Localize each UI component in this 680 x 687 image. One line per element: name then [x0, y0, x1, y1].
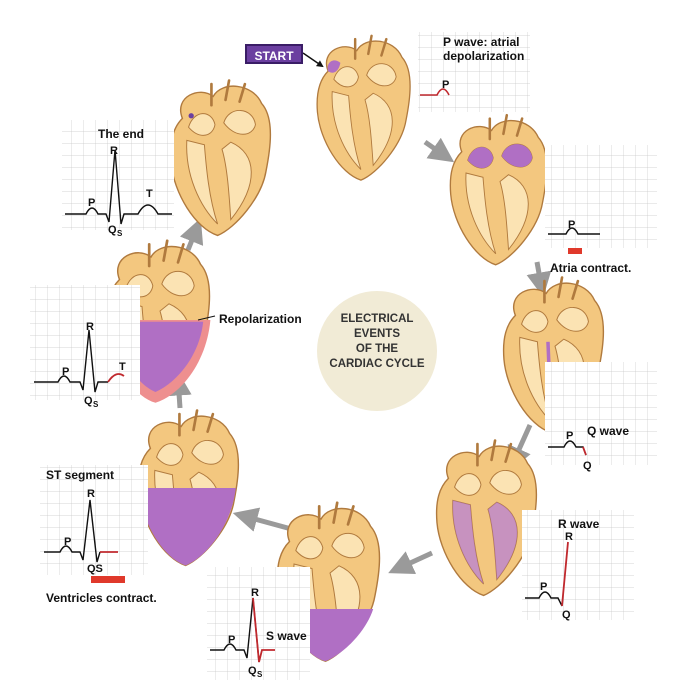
svg-text:P: P	[566, 430, 573, 442]
svg-text:Q: Q	[108, 224, 117, 236]
ecg-q-wave: P Q	[545, 362, 657, 472]
svg-text:S: S	[93, 400, 99, 409]
svg-text:R: R	[110, 145, 118, 157]
svg-text:Q: Q	[84, 395, 93, 407]
ecg-atria-contract: P	[545, 145, 657, 254]
svg-text:P: P	[442, 79, 449, 91]
svg-text:T: T	[119, 361, 126, 373]
svg-text:T: T	[146, 188, 153, 200]
svg-text:QS: QS	[87, 563, 103, 575]
q-wave-label: Q wave	[587, 424, 630, 438]
ventricles-contraction-bar	[91, 576, 125, 583]
svg-text:R: R	[565, 531, 573, 543]
svg-text:P: P	[88, 197, 95, 209]
ecg-r-wave: P Q R	[522, 510, 634, 621]
st-segment-label: ST segment	[46, 468, 115, 482]
svg-text:P: P	[540, 581, 547, 593]
ecg-p-wave: P	[418, 32, 530, 112]
svg-text:Q: Q	[583, 460, 592, 472]
svg-text:CARDIAC CYCLE: CARDIAC CYCLE	[329, 358, 425, 370]
svg-text:EVENTS: EVENTS	[354, 328, 400, 340]
heart-ventricles-depolarizing	[435, 439, 538, 597]
r-wave-label: R wave	[558, 517, 600, 531]
heart-end	[169, 79, 272, 237]
atria-contraction-bar	[568, 248, 582, 254]
atria-contract-label: Atria contract.	[550, 261, 632, 275]
svg-text:OF THE: OF THE	[356, 343, 398, 355]
cycle-arrows	[166, 137, 552, 575]
svg-text:Q: Q	[248, 665, 257, 677]
the-end-label: The end	[98, 127, 145, 141]
p-wave-label-line1: P wave: atrial	[443, 35, 520, 49]
svg-text:S: S	[257, 670, 263, 679]
svg-text:R: R	[251, 587, 259, 599]
svg-text:ELECTRICAL: ELECTRICAL	[341, 313, 414, 325]
start-arrow	[302, 52, 324, 68]
svg-text:S: S	[117, 229, 123, 238]
ecg-s-wave: P R Q S	[207, 567, 310, 680]
ecg-st-segment: P R QS	[40, 465, 148, 583]
svg-text:P: P	[228, 634, 235, 646]
s-wave-label: S wave	[266, 629, 307, 643]
p-wave-label-line2: depolarization	[443, 49, 525, 63]
ecg-t-wave-repolarization: P R T Q S	[30, 285, 140, 409]
heart-ventricles-contract	[137, 409, 240, 567]
svg-text:R: R	[86, 321, 94, 333]
center-label: ELECTRICAL EVENTS OF THE CARDIAC CYCLE	[317, 291, 437, 411]
svg-text:R: R	[87, 488, 95, 500]
start-button[interactable]: START	[245, 44, 303, 64]
repolarization-label: Repolarization	[219, 312, 302, 326]
svg-text:P: P	[568, 219, 575, 231]
ecg-the-end: P R T Q S	[62, 120, 174, 238]
svg-text:P: P	[64, 536, 71, 548]
repolarization-pointer	[197, 315, 216, 321]
svg-text:P: P	[62, 366, 69, 378]
ventricles-contract-label: Ventricles contract.	[46, 591, 157, 605]
heart-sa-node	[315, 34, 412, 182]
svg-text:Q: Q	[562, 609, 571, 621]
heart-atria-depolarized	[449, 113, 549, 267]
